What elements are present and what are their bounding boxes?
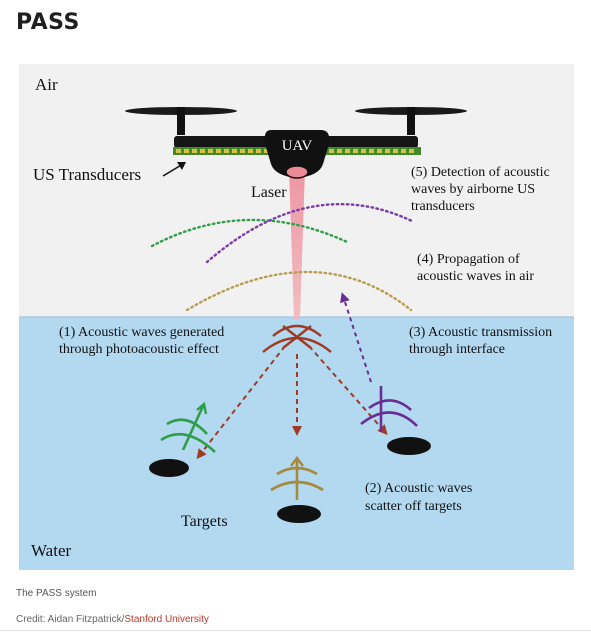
figure-caption: The PASS system xyxy=(16,588,97,599)
laser-beam xyxy=(289,169,305,319)
air-wave-green xyxy=(150,218,349,248)
credit-link[interactable]: Stanford University xyxy=(124,614,209,625)
step4-label: (4) Propagation of acoustic waves in air xyxy=(417,252,534,284)
target-left xyxy=(149,401,216,477)
transducer-array-right xyxy=(317,147,421,155)
transducer-array-left xyxy=(173,147,277,155)
water-region xyxy=(19,317,574,570)
uav-drone: UAV xyxy=(125,107,467,179)
transmission-arrow xyxy=(340,292,372,383)
water-label: Water xyxy=(31,541,71,560)
air-wave-purple xyxy=(205,202,416,264)
pass-diagram-svg: Air Water xyxy=(19,64,574,570)
credit-prefix: Credit: Aidan Fitzpatrick/ xyxy=(16,614,125,625)
target-center xyxy=(270,456,324,523)
air-wave-gold xyxy=(185,270,413,312)
step3-label: (3) Acoustic transmission through interf… xyxy=(409,325,556,357)
step1-label: (1) Acoustic waves generated through pho… xyxy=(59,325,228,357)
target-right xyxy=(360,386,431,455)
pass-diagram: Air Water xyxy=(19,64,574,570)
figure-credit: Credit: Aidan Fitzpatrick/Stanford Unive… xyxy=(16,614,209,625)
photoacoustic-source xyxy=(262,324,332,353)
air-label: Air xyxy=(35,75,58,94)
acoustic-arrow-right xyxy=(308,345,388,435)
step2-label: (2) Acoustic waves scatter off targets xyxy=(365,481,476,514)
transducers-label: US Transducers xyxy=(33,165,141,184)
drone-body xyxy=(264,130,330,178)
uav-label: UAV xyxy=(282,138,313,154)
step5-label: (5) Detection of acoustic waves by airbo… xyxy=(411,165,553,214)
divider xyxy=(0,630,591,631)
targets-label: Targets xyxy=(181,513,228,530)
page-title: PASS xyxy=(16,10,80,35)
laser-emitter xyxy=(285,165,309,179)
laser-label: Laser xyxy=(251,184,287,201)
